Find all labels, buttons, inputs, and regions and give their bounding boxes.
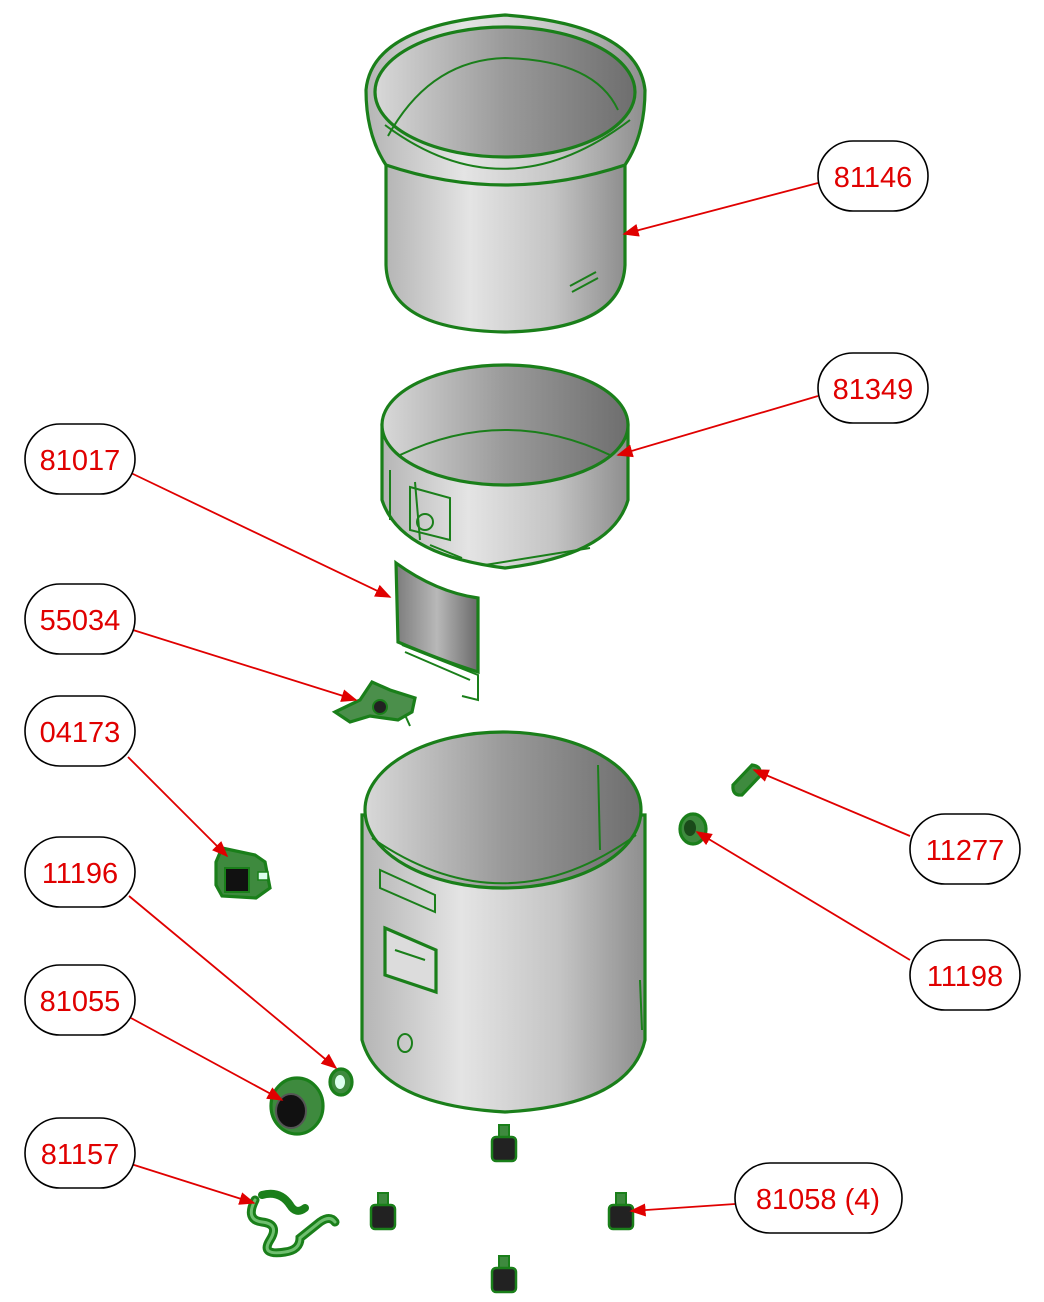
part-11198-grommet (678, 812, 708, 846)
part-11196-washer (328, 1067, 354, 1097)
part-55034-latch (331, 679, 417, 727)
leader-04173 (127, 756, 229, 858)
callout-label: 81058 (4) (756, 1184, 880, 1216)
leader-11198 (695, 831, 911, 961)
part-81146-funnel (364, 13, 647, 334)
callout-label: 11198 (927, 961, 1003, 993)
foot-1 (490, 1124, 518, 1163)
leader-81157 (130, 1163, 256, 1205)
callout-label: 81157 (41, 1139, 120, 1171)
leader-81349 (616, 395, 819, 458)
foot-2 (369, 1192, 397, 1231)
callout-81055: 81055 (24, 964, 136, 1036)
foot-3 (607, 1192, 635, 1231)
part-81017-plate (394, 559, 480, 702)
callout-label: 81055 (40, 986, 121, 1018)
callout-label: 11277 (926, 835, 1005, 867)
leader-11277 (752, 769, 911, 837)
callout-81017: 81017 (24, 423, 136, 495)
leader-55034 (132, 629, 358, 702)
callout-label: 81146 (834, 162, 913, 194)
callout-81146: 81146 (817, 140, 929, 212)
callout-11198: 11198 (909, 939, 1021, 1011)
callout-11196: 11196 (24, 836, 136, 908)
leader-11196 (128, 895, 338, 1070)
leader-81017 (130, 472, 392, 598)
callout-label: 81349 (833, 374, 914, 406)
part-81058-feet (369, 1124, 635, 1294)
part-main-body (360, 730, 647, 1114)
callout-55034: 55034 (24, 583, 136, 655)
callout-81157: 81157 (24, 1117, 136, 1189)
callout-label: 04173 (40, 717, 121, 749)
leader-81055 (130, 1017, 284, 1101)
part-04173-bracket (214, 846, 272, 900)
foot-4 (490, 1255, 518, 1294)
callout-04173: 04173 (24, 695, 136, 767)
callout-11277: 11277 (909, 813, 1021, 885)
part-11277-pin (731, 763, 762, 797)
leader-81058 (629, 1203, 736, 1217)
part-81349-band (380, 363, 630, 570)
callout-label: 81017 (40, 445, 121, 477)
callout-label: 55034 (40, 605, 121, 637)
callout-label: 11196 (42, 858, 118, 890)
part-81055-knob (269, 1076, 325, 1136)
callout-81058: 81058 (4) (734, 1162, 903, 1234)
leader-81146 (622, 182, 819, 237)
leader-lines (127, 182, 911, 1217)
part-81157-wire-clip (246, 1189, 340, 1258)
callout-81349: 81349 (817, 352, 929, 424)
